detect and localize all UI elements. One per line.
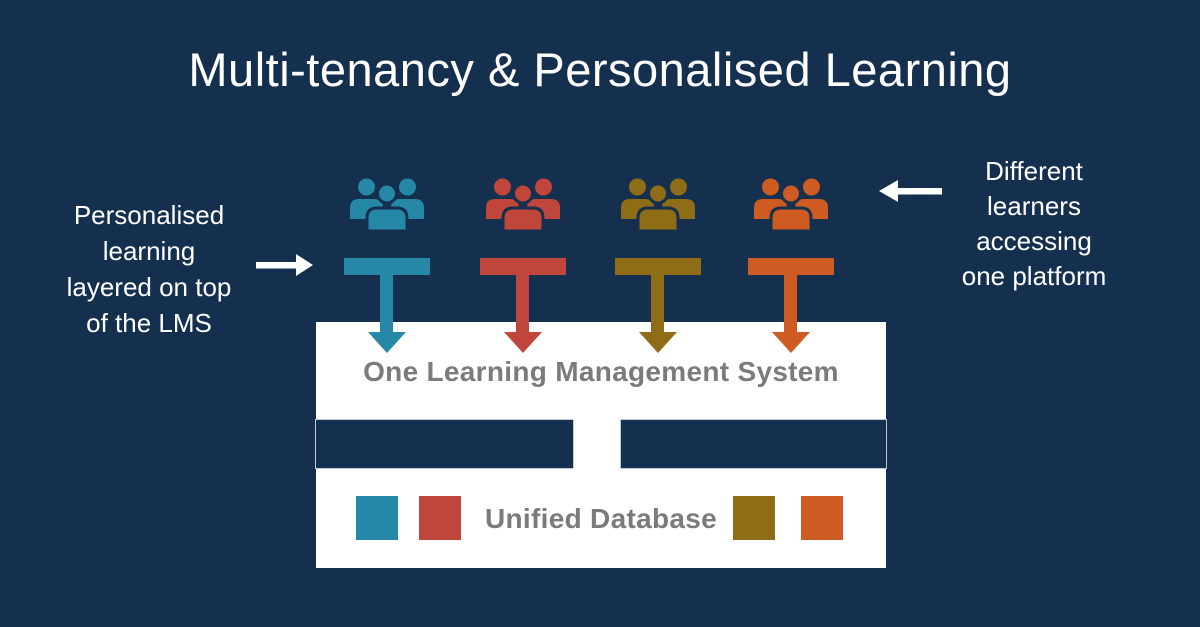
page-title: Multi-tenancy & Personalised Learning	[188, 43, 1012, 96]
left-note: Personalised learning layered on top of …	[29, 197, 269, 341]
right-note: Different learners accessing one platfor…	[914, 154, 1154, 294]
down-arrow-stem	[380, 274, 393, 332]
users-group-icon	[621, 177, 695, 231]
down-arrow-head	[639, 332, 677, 353]
db-square-tenant-2	[419, 496, 461, 540]
tenant-column-2	[480, 177, 566, 353]
right-note-line-3: accessing	[976, 226, 1092, 256]
left-note-line-3: layered on top	[66, 272, 232, 302]
tenant-column-4	[748, 177, 834, 353]
db-square-tenant-1	[356, 496, 398, 540]
tenant-bar	[480, 258, 566, 275]
tenant-bar	[615, 258, 701, 275]
right-note-line-1: Different	[985, 156, 1083, 186]
down-arrow-head	[772, 332, 810, 353]
down-arrow-head	[504, 332, 542, 353]
db-square-tenant-3	[733, 496, 775, 540]
left-note-line-1: Personalised	[73, 200, 225, 230]
left-note-line-4: of the LMS	[86, 308, 212, 338]
left-pointing-arrow-icon	[879, 180, 942, 202]
lms-box-label: One Learning Management System	[363, 356, 839, 387]
down-arrow-stem	[784, 274, 797, 332]
stack-gap-right	[620, 419, 887, 469]
tenant-bar	[344, 258, 430, 275]
users-group-icon	[486, 177, 560, 231]
down-arrow-head	[368, 332, 406, 353]
left-note-line-2: learning	[102, 236, 196, 266]
database-box-label: Unified Database	[485, 503, 717, 534]
platform-stack	[315, 322, 887, 568]
users-group-icon	[754, 177, 828, 231]
tenant-column-3	[615, 177, 701, 353]
down-arrow-stem	[651, 274, 664, 332]
right-note-line-4: one platform	[961, 261, 1107, 291]
stack-gap-left	[315, 419, 574, 469]
right-note-line-2: learners	[987, 191, 1081, 221]
down-arrow-stem	[516, 274, 529, 332]
tenant-column-1	[344, 177, 430, 353]
right-pointing-arrow-icon	[256, 254, 313, 276]
db-square-tenant-4	[801, 496, 843, 540]
tenant-bar	[748, 258, 834, 275]
users-group-icon	[350, 177, 424, 231]
